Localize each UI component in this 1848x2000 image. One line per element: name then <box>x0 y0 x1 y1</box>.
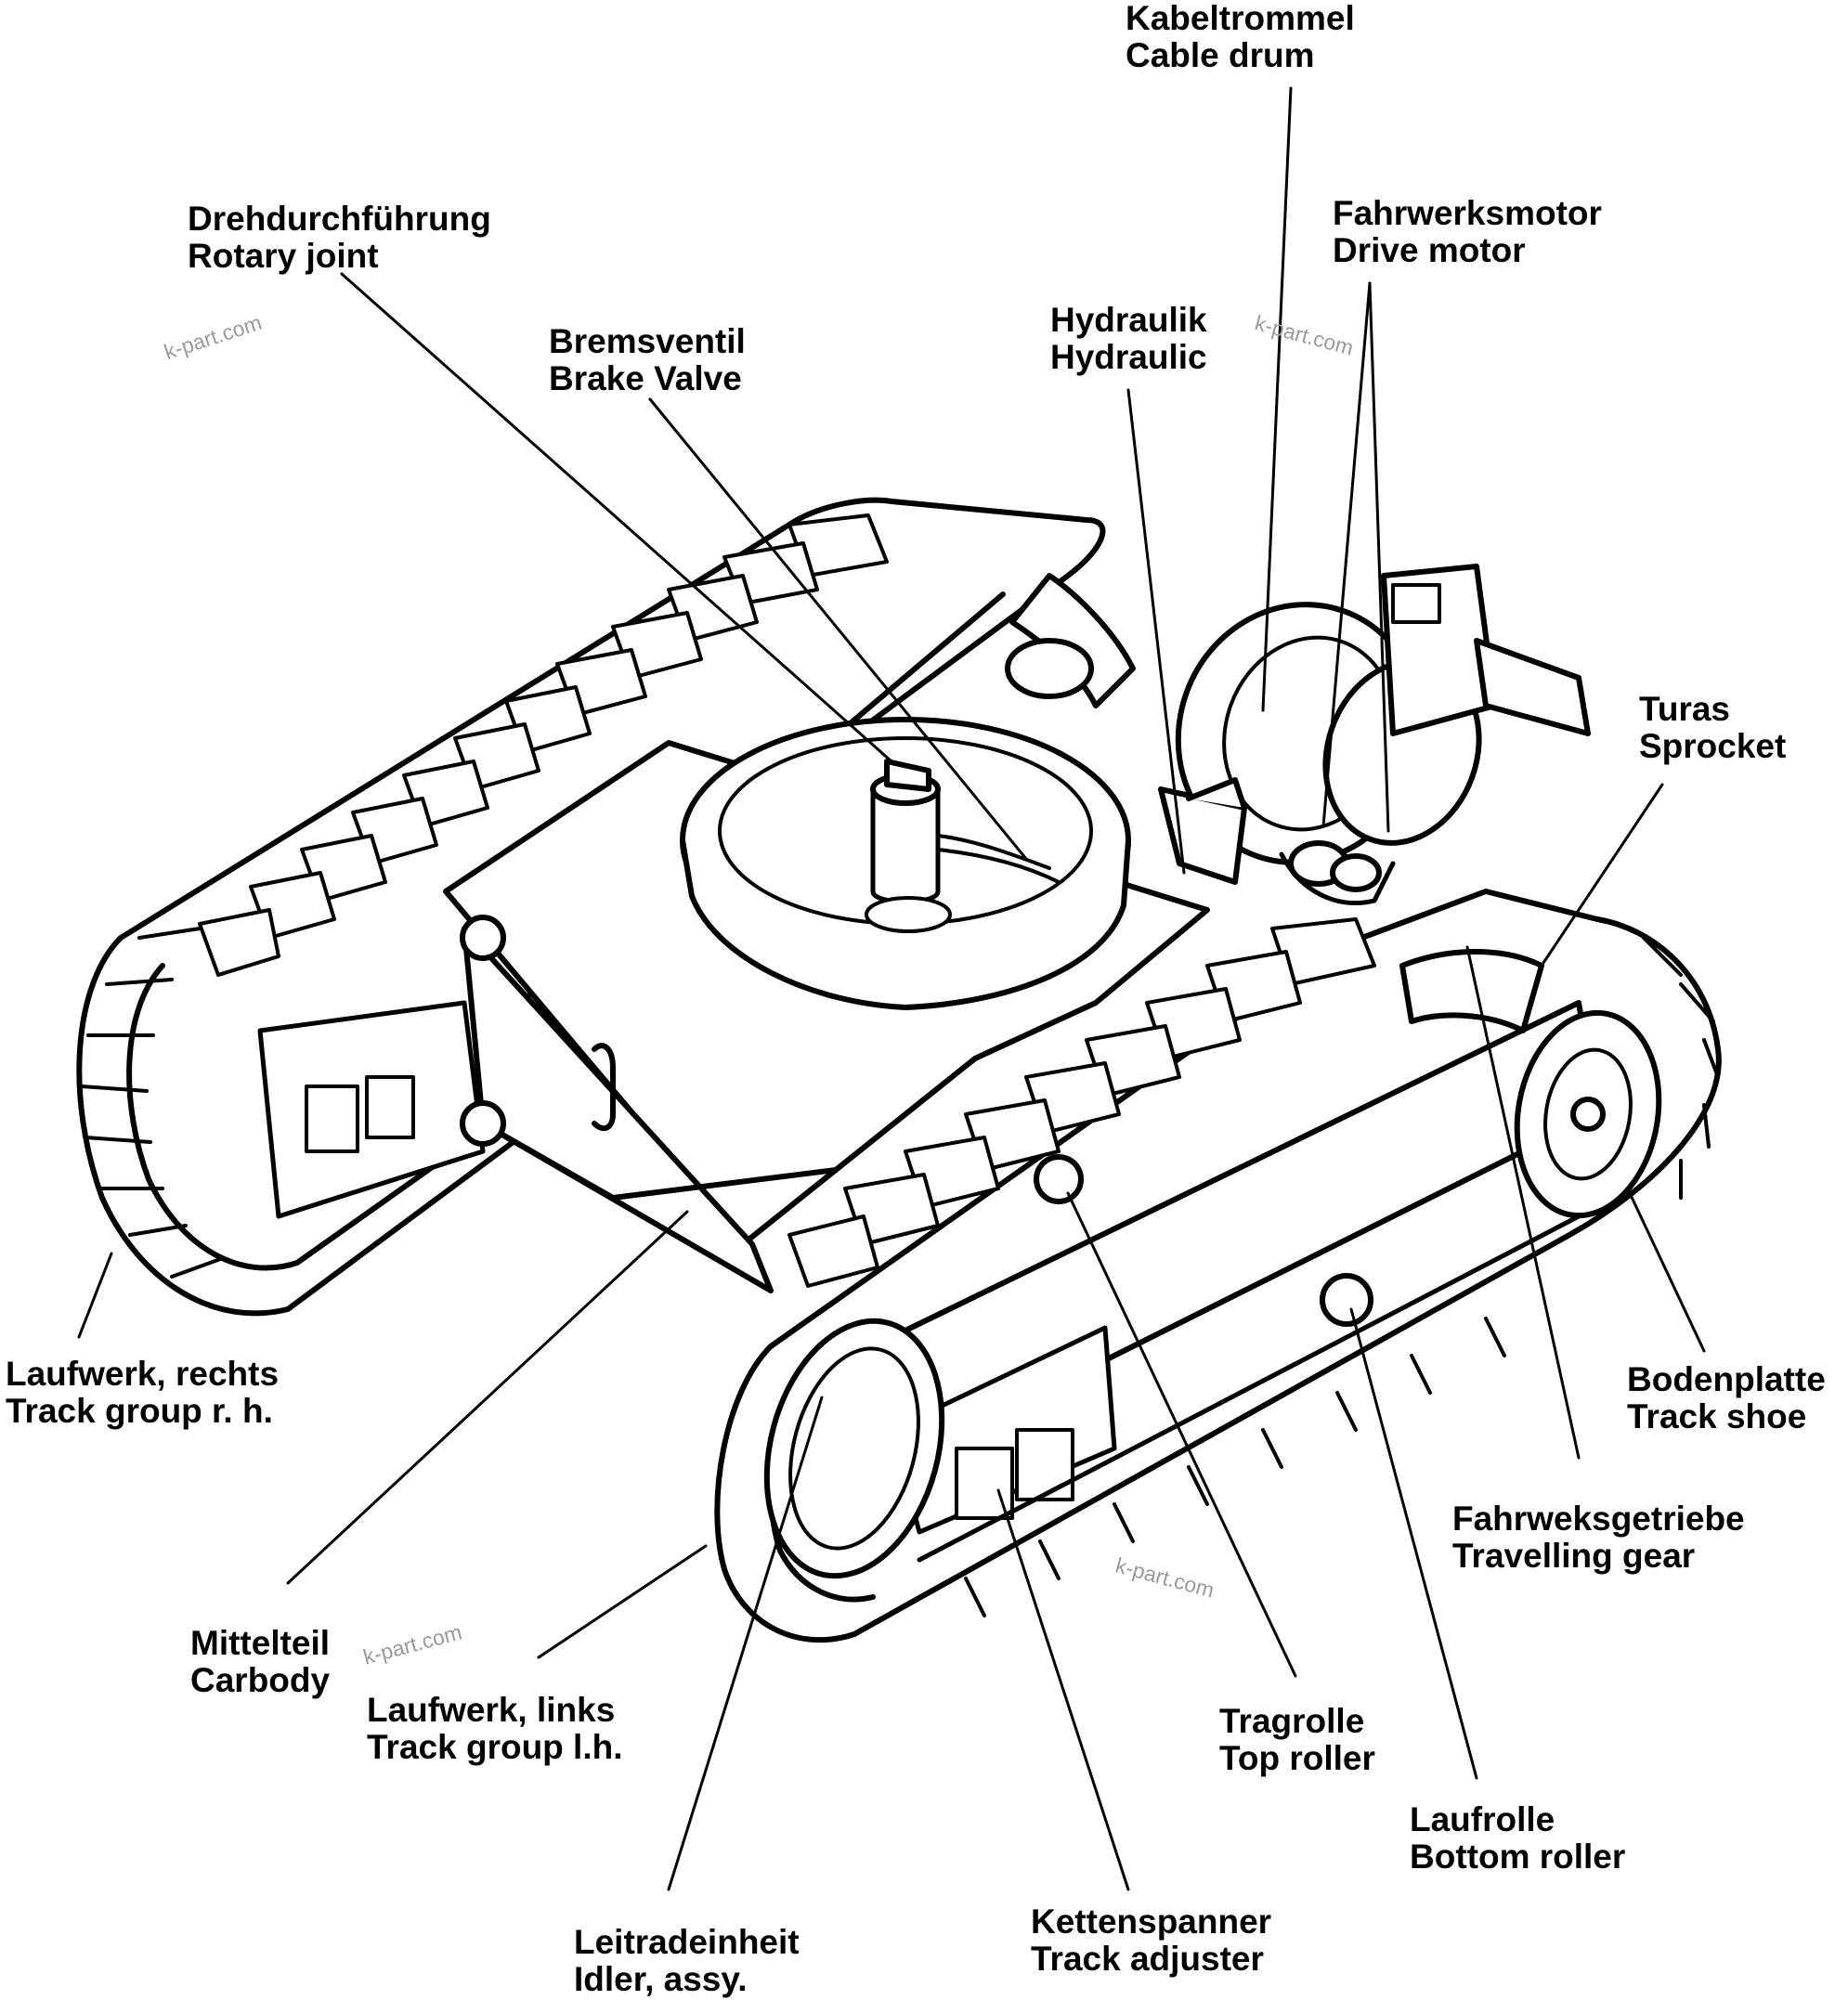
label-travelling-gear: Fahrweksgetriebe Travelling gear <box>1452 1500 1745 1575</box>
label-bottom-roller: Laufrolle Bottom roller <box>1410 1801 1625 1876</box>
label-rotary-joint: Drehdurchführung Rotary joint <box>188 201 491 275</box>
label-hydraulic: Hydraulik Hydraulic <box>1050 302 1207 376</box>
label-top-roller-de: Tragrolle <box>1219 1702 1365 1740</box>
label-drive-motor-en: Drive motor <box>1333 231 1526 269</box>
label-track-group-rh-en: Track group r. h. <box>6 1392 273 1430</box>
label-track-shoe: Bodenplatte Track shoe <box>1627 1361 1826 1435</box>
label-bottom-roller-en: Bottom roller <box>1410 1838 1626 1876</box>
label-track-shoe-en: Track shoe <box>1627 1397 1807 1435</box>
label-track-group-lh: Laufwerk, links Track group l.h. <box>367 1692 623 1766</box>
label-track-group-lh-en: Track group l.h. <box>367 1728 623 1766</box>
label-rotary-joint-de: Drehdurchführung <box>188 200 491 238</box>
label-drive-motor: Fahrwerksmotor Drive motor <box>1333 195 1602 269</box>
label-sprocket-de: Turas <box>1639 690 1731 728</box>
label-travelling-gear-de: Fahrweksgetriebe <box>1452 1500 1745 1538</box>
label-carbody: Mittelteil Carbody <box>190 1625 330 1699</box>
drive-frame-drawing <box>1005 564 1591 736</box>
leader-lines <box>77 86 1706 1891</box>
label-track-adjuster-de: Kettenspanner <box>1031 1903 1272 1941</box>
label-top-roller-en: Top roller <box>1219 1739 1375 1777</box>
label-cable-drum-en: Cable drum <box>1126 36 1315 74</box>
label-track-adjuster-en: Track adjuster <box>1031 1940 1264 1978</box>
slewing-ring-drawing <box>680 717 1131 1010</box>
label-idler: Leitradeinheit Idler, assy. <box>574 1924 800 1998</box>
label-carbody-de: Mittelteil <box>190 1624 331 1662</box>
label-hydraulic-en: Hydraulic <box>1050 338 1207 376</box>
label-sprocket-en: Sprocket <box>1639 727 1787 765</box>
label-brake-valve: Bremsventil Brake Valve <box>549 323 746 397</box>
label-idler-de: Leitradeinheit <box>574 1923 800 1961</box>
label-track-shoe-de: Bodenplatte <box>1627 1360 1826 1398</box>
label-bottom-roller-de: Laufrolle <box>1410 1800 1555 1838</box>
label-sprocket: Turas Sprocket <box>1639 691 1786 765</box>
label-idler-en: Idler, assy. <box>574 1960 748 1998</box>
label-rotary-joint-en: Rotary joint <box>188 237 379 275</box>
label-cable-drum-de: Kabeltrommel <box>1126 0 1355 37</box>
label-brake-valve-en: Brake Valve <box>549 359 742 397</box>
track-group-left-drawing <box>714 889 1722 1643</box>
label-track-adjuster: Kettenspanner Track adjuster <box>1031 1903 1271 1978</box>
label-track-group-lh-de: Laufwerk, links <box>367 1691 616 1729</box>
label-drive-motor-de: Fahrwerksmotor <box>1333 194 1602 232</box>
label-travelling-gear-en: Travelling gear <box>1452 1537 1696 1575</box>
label-hydraulic-de: Hydraulik <box>1050 301 1207 339</box>
label-track-group-rh: Laufwerk, rechts Track group r. h. <box>6 1356 279 1430</box>
label-cable-drum: Kabeltrommel Cable drum <box>1126 0 1355 74</box>
label-brake-valve-de: Bremsventil <box>549 322 746 360</box>
label-track-group-rh-de: Laufwerk, rechts <box>6 1355 280 1393</box>
label-top-roller: Tragrolle Top roller <box>1219 1703 1375 1777</box>
label-carbody-en: Carbody <box>190 1661 331 1699</box>
